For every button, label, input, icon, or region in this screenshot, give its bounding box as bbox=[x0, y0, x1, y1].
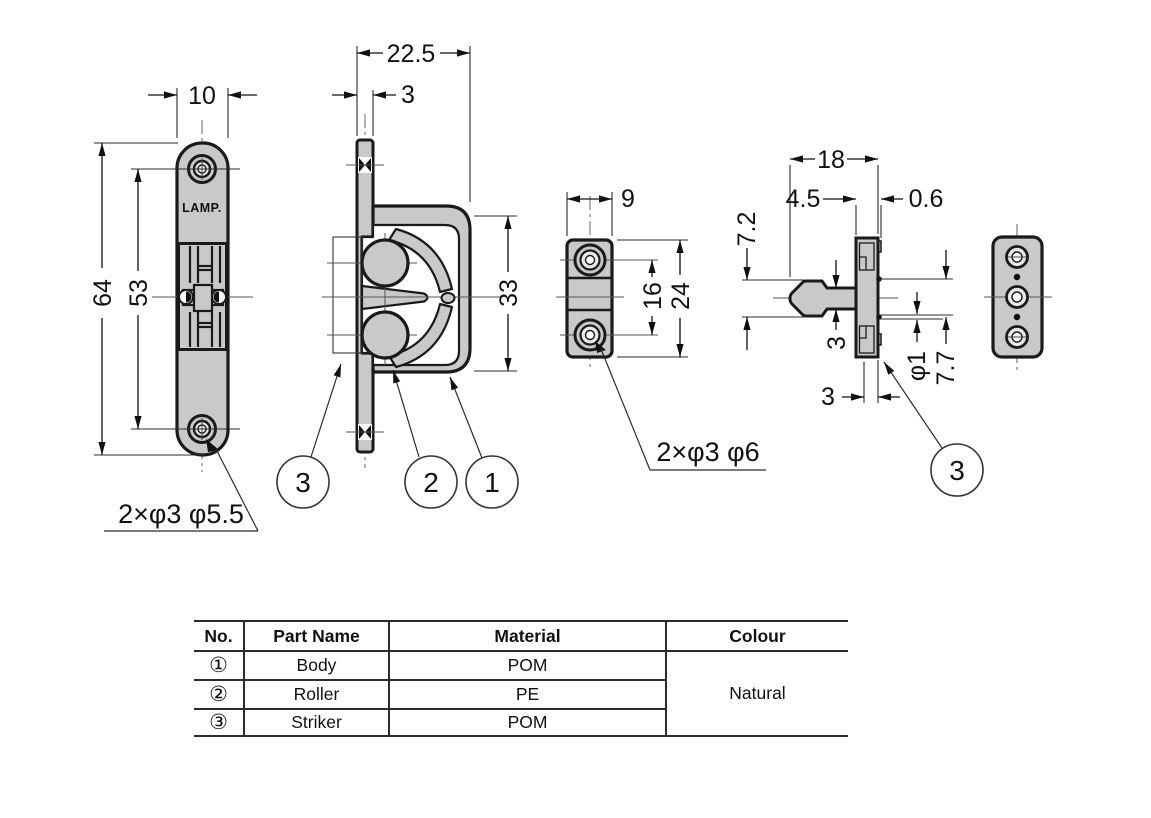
table-cell-colour-merged: Natural bbox=[729, 683, 786, 703]
table-cell-no: ② bbox=[209, 683, 228, 706]
screw-hole-bottom bbox=[573, 318, 607, 353]
balloon-body-1: 1 bbox=[449, 376, 519, 509]
dim-width-18: 18 bbox=[789, 146, 879, 277]
dim-label: 10 bbox=[188, 82, 216, 110]
table-cell-no: ③ bbox=[209, 711, 228, 734]
lamp-logo: LAMP. bbox=[182, 201, 222, 215]
dim-stem-3: 3 bbox=[823, 260, 851, 350]
dim-label: 9 bbox=[621, 185, 635, 213]
striker-ear-left-mark bbox=[186, 291, 192, 303]
dim-label: 3 bbox=[821, 383, 835, 411]
leader-wedge bbox=[595, 341, 606, 353]
balloon-striker-3: 3 bbox=[276, 363, 342, 509]
table-header-material: Material bbox=[494, 625, 561, 646]
dim-plate-4_5: 4.5 bbox=[786, 185, 857, 235]
table-header-no: No. bbox=[204, 625, 233, 646]
table-cell-part-name: Striker bbox=[291, 712, 342, 732]
table-line bbox=[194, 679, 667, 681]
dim-height-24: 24 bbox=[617, 239, 695, 358]
table-line bbox=[194, 650, 848, 652]
dim-head-7_2: 7.2 bbox=[733, 212, 804, 350]
table-header-colour: Colour bbox=[729, 625, 786, 646]
balloon-label: 1 bbox=[484, 467, 500, 498]
rear-holes bbox=[1005, 245, 1029, 349]
view-body-front: 9 16 24 2×φ3 φ6 bbox=[556, 185, 766, 471]
dim-label: 7.2 bbox=[733, 212, 761, 247]
table-cell-material: POM bbox=[507, 712, 548, 732]
table-line bbox=[388, 620, 390, 737]
flange-hole-bottom bbox=[346, 424, 384, 440]
dim-label: 18 bbox=[817, 146, 845, 174]
balloon-roller-2: 2 bbox=[392, 369, 458, 509]
dim-label: 33 bbox=[495, 279, 523, 307]
table-line bbox=[194, 620, 848, 622]
dim-label: 3 bbox=[823, 336, 851, 350]
dim-width-22_5: 22.5 bbox=[356, 40, 471, 202]
striker-ear-right-mark bbox=[213, 291, 219, 303]
dim-label: 64 bbox=[89, 279, 117, 307]
roller-lower bbox=[360, 310, 410, 360]
dim-label: 7.7 bbox=[932, 351, 960, 386]
dim-label: 22.5 bbox=[387, 40, 436, 68]
table-line bbox=[194, 735, 848, 737]
striker-head bbox=[788, 279, 858, 318]
table-cell-part-name: Body bbox=[296, 655, 337, 675]
dim-label: 4.5 bbox=[786, 185, 821, 213]
balloon-striker-3-side: 3 bbox=[883, 361, 984, 497]
plate-inner-detail bbox=[858, 242, 875, 354]
table-cell-material: POM bbox=[507, 655, 548, 675]
table-line bbox=[194, 708, 667, 710]
table-line bbox=[665, 620, 667, 737]
dim-width-9: 9 bbox=[566, 185, 635, 236]
dim-pitch-16: 16 bbox=[639, 260, 667, 335]
view-body-side: 22.5 3 33 3 2 bbox=[276, 40, 523, 509]
spring-arm-lower bbox=[387, 302, 454, 369]
flange-hole-top bbox=[346, 157, 384, 173]
table-cell-part-name: Roller bbox=[293, 684, 340, 704]
leader-wedge bbox=[206, 439, 219, 452]
dim-tip-0_6: 0.6 bbox=[880, 185, 944, 238]
dim-label: 0.6 bbox=[909, 185, 944, 213]
striker-cross-v bbox=[192, 283, 214, 313]
dim-barb-3: 3 bbox=[821, 360, 900, 411]
hole-note-striker: 2×φ3 φ5.5 bbox=[104, 448, 259, 532]
roller-upper bbox=[360, 238, 410, 288]
hole-note-body: 2×φ3 φ6 bbox=[600, 348, 766, 471]
balloon-label: 2 bbox=[423, 467, 439, 498]
dim-label: 3 bbox=[401, 81, 415, 109]
dim-pin-len-7_7: 7.7 bbox=[932, 250, 960, 385]
striker-mid-slots bbox=[188, 246, 222, 347]
screw-hole-top bbox=[573, 243, 607, 277]
table-cell-no: ① bbox=[209, 654, 228, 677]
dim-width-10: 10 bbox=[148, 82, 257, 138]
dim-label: 53 bbox=[125, 279, 153, 307]
view-striker-rear bbox=[984, 224, 1052, 370]
spring-arm-upper bbox=[387, 227, 454, 294]
view-striker-side: 18 4.5 0.6 7.2 3 bbox=[733, 146, 984, 497]
edge-dot bbox=[876, 314, 882, 320]
hole-note-label: 2×φ3 φ5.5 bbox=[118, 499, 244, 529]
dim-flange-3: 3 bbox=[332, 81, 415, 136]
table-cell-material: PE bbox=[515, 684, 540, 704]
dim-label: 24 bbox=[667, 282, 695, 310]
dim-height-64: 64 bbox=[89, 142, 205, 456]
dim-pin-dia: φ1 bbox=[903, 292, 931, 381]
balloon-label: 3 bbox=[949, 455, 965, 486]
table-header-part-name: Part Name bbox=[273, 625, 360, 646]
dim-pitch-53: 53 bbox=[125, 168, 240, 430]
dim-height-33: 33 bbox=[474, 215, 523, 372]
view-striker-front: 10 64 53 LAMP. 2×φ3 φ5.5 bbox=[89, 82, 259, 532]
balloon-label: 3 bbox=[295, 467, 311, 498]
pivot bbox=[440, 292, 456, 304]
hole-note-label: 2×φ3 φ6 bbox=[656, 437, 759, 467]
dim-label: 16 bbox=[639, 282, 667, 310]
dim-label: φ1 bbox=[903, 351, 931, 381]
table-line bbox=[243, 620, 245, 737]
